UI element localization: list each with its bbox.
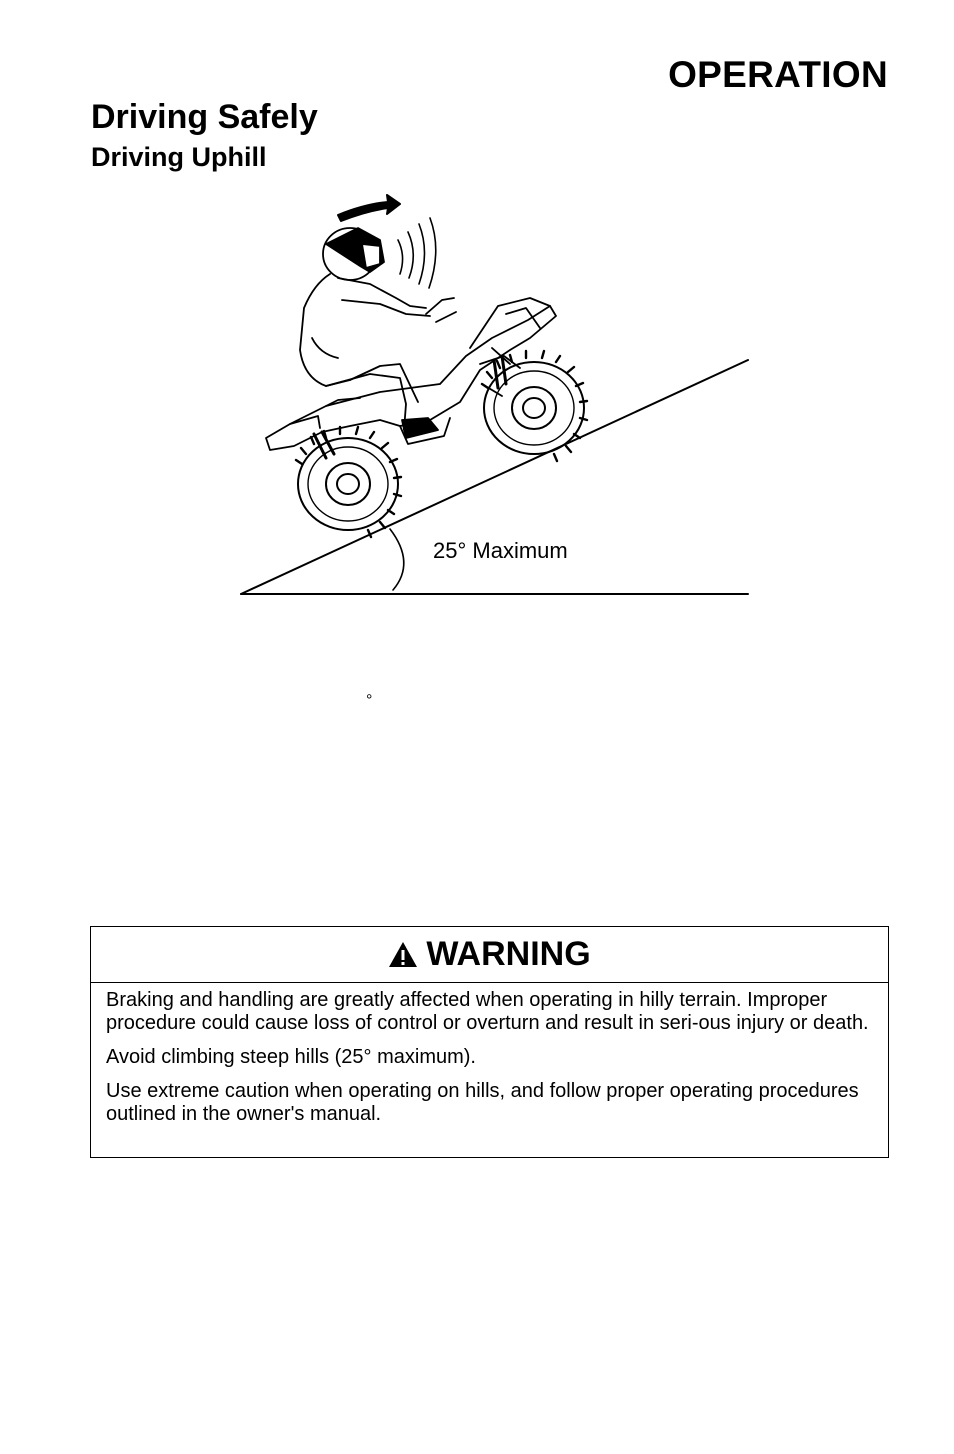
warning-header: WARNING [91, 927, 888, 983]
rear-wheel [294, 425, 403, 539]
angle-label: 25° Maximum [433, 538, 568, 563]
warning-body: Braking and handling are greatly affecte… [91, 983, 888, 1126]
page-subtitle: Driving Uphill [91, 142, 267, 172]
slope-lines [240, 359, 749, 595]
warning-paragraph: Braking and handling are greatly affecte… [106, 989, 869, 1034]
warning-paragraph: Avoid climbing steep hills (25° maximum)… [106, 1046, 476, 1068]
rider [299, 227, 439, 439]
front-wheel [480, 349, 589, 463]
warning-triangle-icon [389, 942, 418, 967]
motion-lines [397, 217, 437, 289]
warning-paragraph: Use extreme caution when operating on hi… [106, 1080, 859, 1125]
section-header: OPERATION [668, 54, 888, 95]
uphill-atv-illustration [240, 194, 749, 595]
warning-title: WARNING [426, 935, 591, 973]
lean-arrow-icon [337, 194, 401, 222]
page-title: Driving Safely [91, 98, 318, 136]
atv-body [265, 297, 557, 460]
warning-box: WARNING Braking and handling are greatly… [90, 926, 889, 1158]
stray-degree-mark: ° [366, 692, 373, 709]
